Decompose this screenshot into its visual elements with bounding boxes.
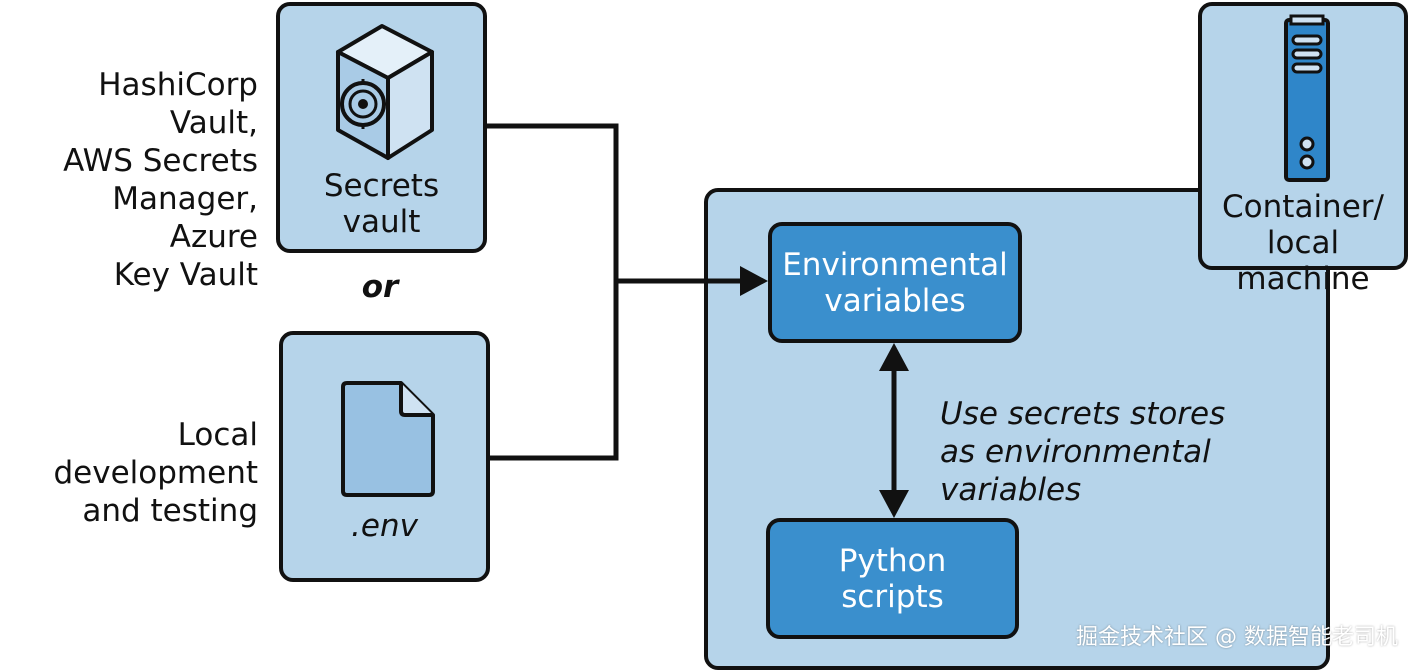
container-machine-box: Container/ local machine [1198, 2, 1408, 297]
vault-safe-icon [336, 24, 434, 160]
env-file-label: .env [351, 508, 418, 544]
up-arrowhead [879, 343, 909, 371]
vault-connector [487, 123, 619, 461]
down-arrowhead [879, 490, 909, 518]
vault-providers-label: HashiCorp Vault, AWS Secrets Manager, Az… [63, 67, 258, 293]
server-icon [1284, 14, 1330, 182]
env-file-box: .env [279, 331, 490, 582]
file-icon [341, 381, 435, 497]
secrets-vault-label: Secrets vault [323, 168, 440, 240]
local-dev-label: Local development and testing [53, 417, 259, 529]
python-scripts-box: Python scripts [766, 518, 1019, 639]
environmental-variables-box: Environmental variables [768, 222, 1022, 343]
annotation-text: Use secrets stores as environmental vari… [940, 396, 1226, 508]
env-vars-arrowhead [740, 266, 768, 296]
watermark: 掘金技术社区 @ 数据智能老司机 [1076, 625, 1398, 650]
secrets-vault-box: Secrets vault [276, 2, 487, 253]
container-machine-label: Container/ local machine [1222, 189, 1384, 297]
or-label: or [361, 269, 399, 305]
